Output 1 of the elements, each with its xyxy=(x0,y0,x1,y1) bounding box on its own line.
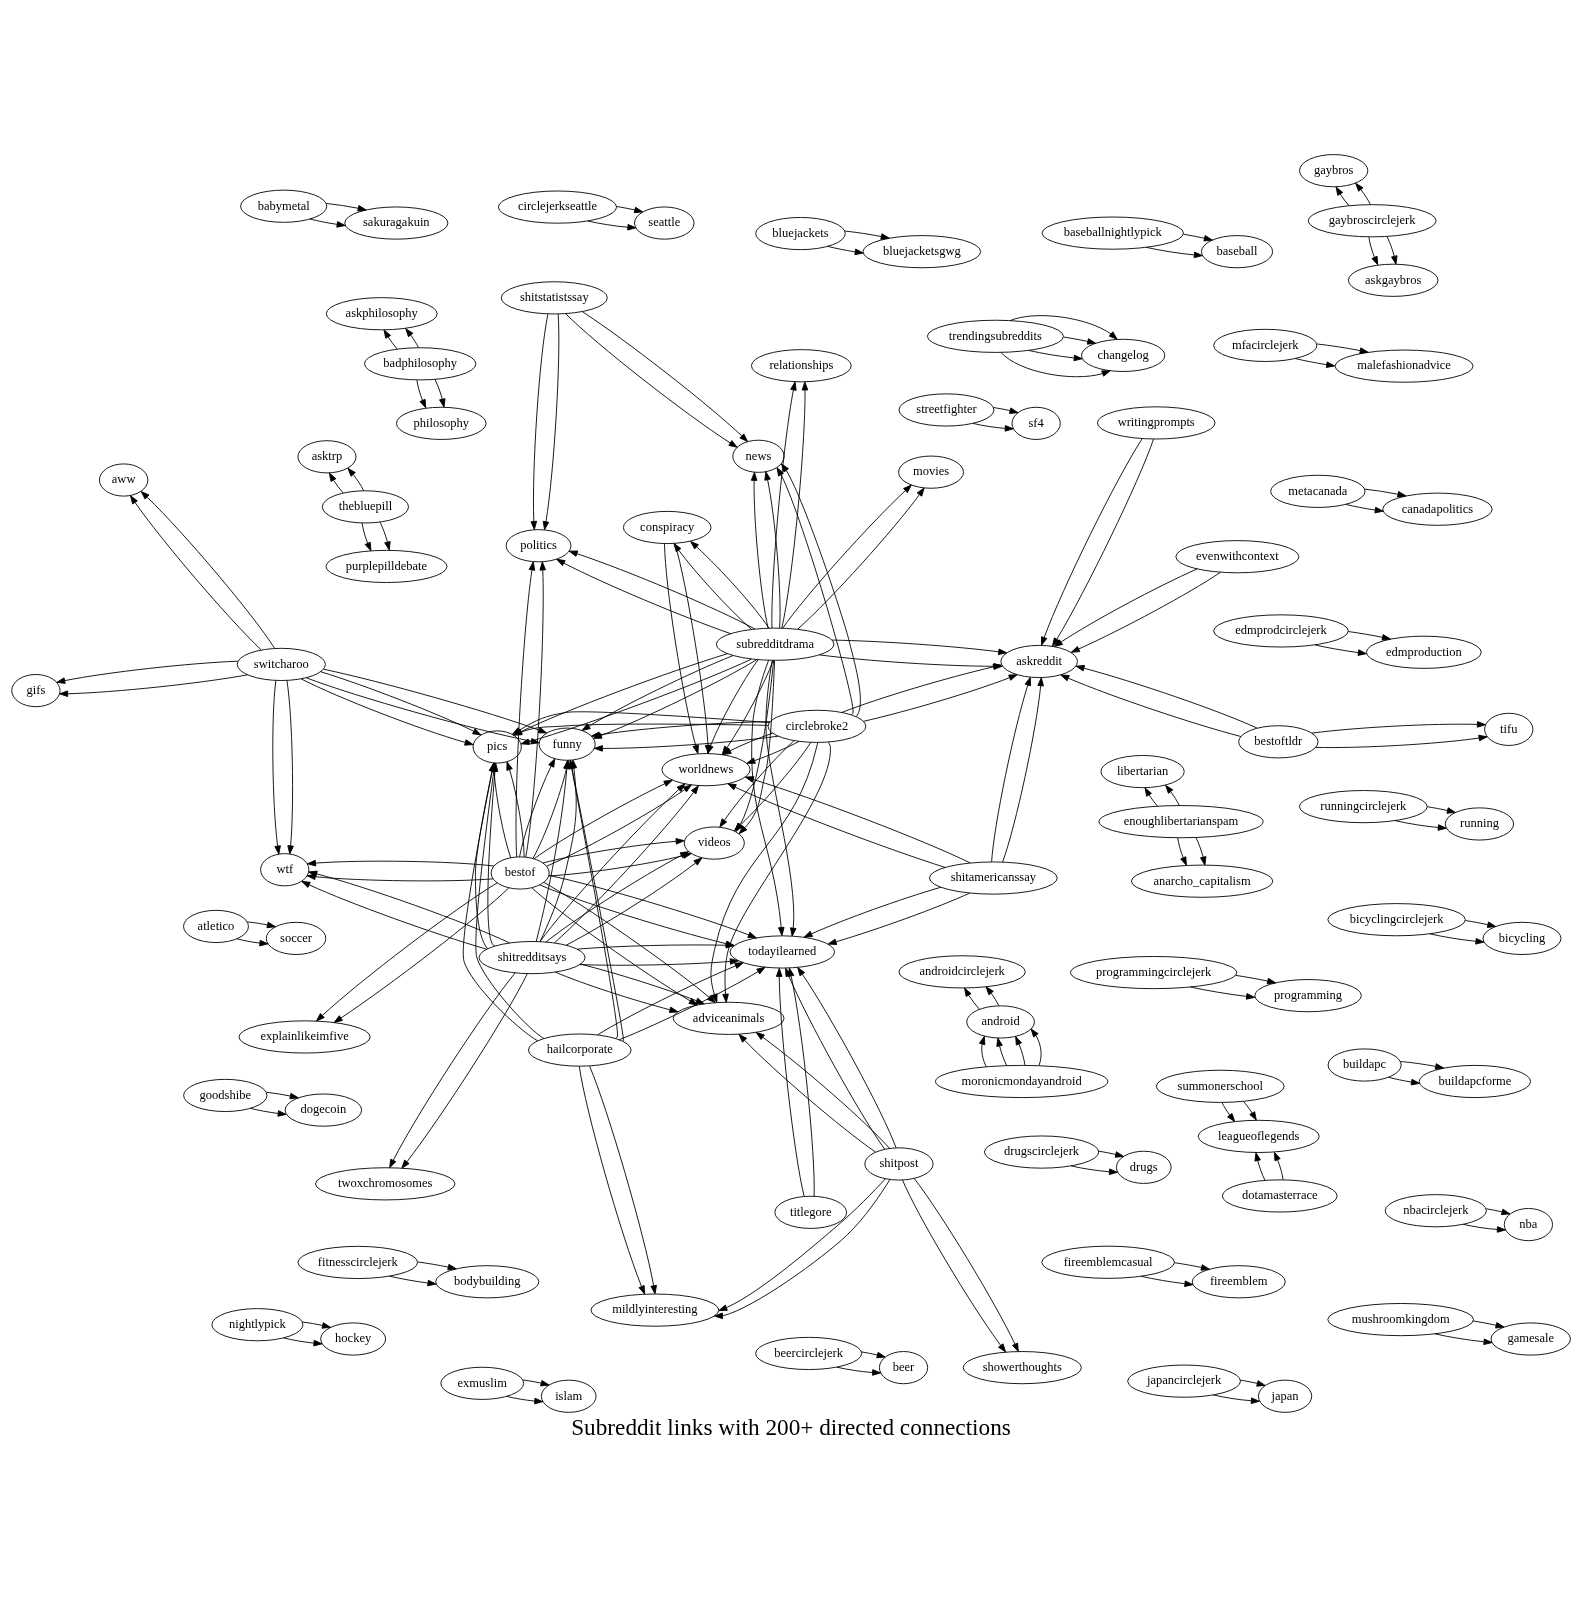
diagram-title: Subreddit links with 200+ directed connections xyxy=(571,1413,1011,1440)
